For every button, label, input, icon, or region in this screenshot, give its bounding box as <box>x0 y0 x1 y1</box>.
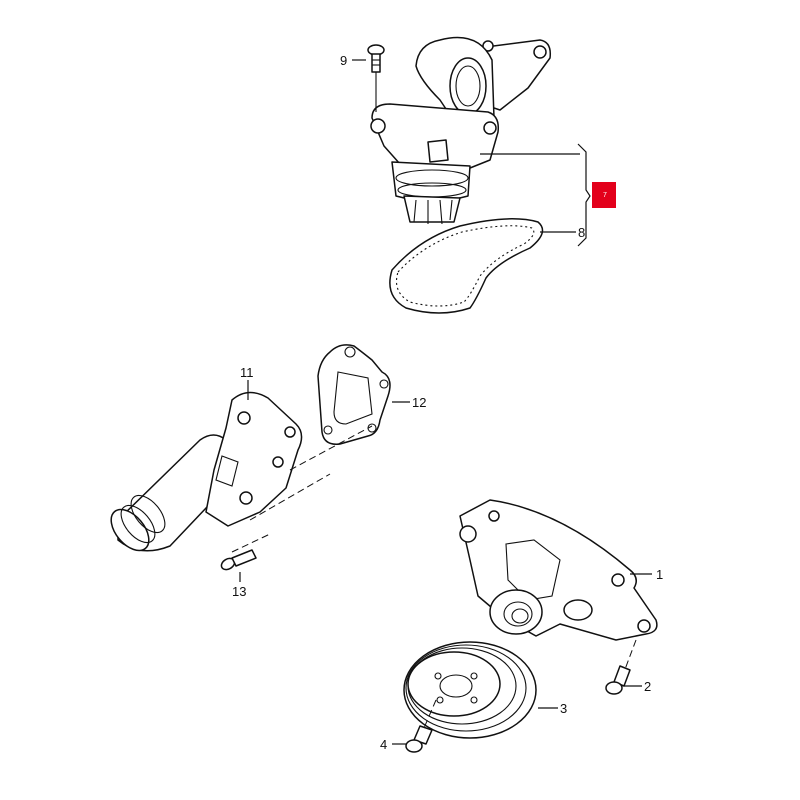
callout-1: 1 <box>656 567 663 582</box>
callout-11: 11 <box>240 365 254 380</box>
bolt-9 <box>367 44 385 112</box>
alignment-line-a <box>289 425 373 471</box>
bolt-13 <box>220 549 257 571</box>
coolant-flange-11 <box>110 391 303 552</box>
pump-housing-assembly <box>370 36 552 225</box>
pulley-3 <box>403 641 537 739</box>
gasket-seal-ring <box>389 218 544 314</box>
flange-gasket-12 <box>317 344 391 445</box>
alignment-line-c <box>231 533 271 553</box>
bolt-4 <box>405 699 437 753</box>
callout-13: 13 <box>232 584 246 599</box>
group-bracket <box>577 143 591 247</box>
reference-badge-7 <box>592 182 616 208</box>
badge-label-7: 7 <box>603 192 607 199</box>
callout-3: 3 <box>560 701 567 716</box>
callout-2: 2 <box>644 679 651 694</box>
alignment-line-b <box>249 473 331 521</box>
callout-4: 4 <box>380 737 387 752</box>
callout-8: 8 <box>578 225 585 240</box>
water-pump-1 <box>459 499 658 641</box>
callout-9: 9 <box>340 53 347 68</box>
callout-12: 12 <box>412 395 426 410</box>
